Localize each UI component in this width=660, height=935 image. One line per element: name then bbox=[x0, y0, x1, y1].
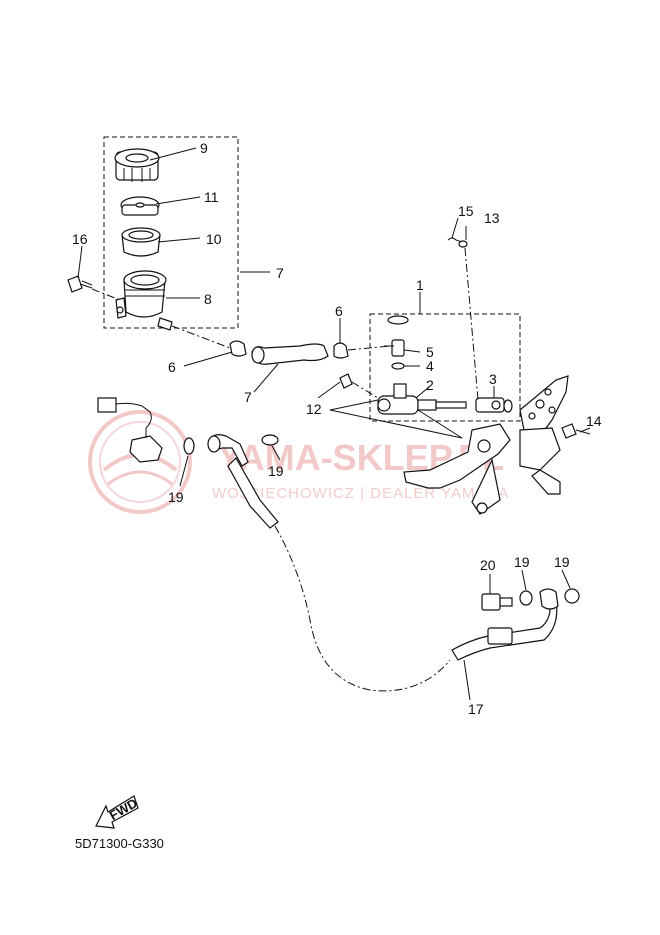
callout-18: 17 bbox=[468, 701, 484, 717]
callout-13: 12 bbox=[306, 401, 322, 417]
callout-10: 9 bbox=[200, 140, 208, 156]
callout-6-right: 6 bbox=[335, 303, 343, 319]
reservoir-cap bbox=[114, 148, 160, 182]
callout-20: 20 bbox=[480, 557, 496, 573]
callout-7: 7 bbox=[244, 389, 252, 405]
callout-9: 8 bbox=[204, 291, 212, 307]
diaphragm bbox=[121, 227, 161, 257]
callout-17: 16 bbox=[72, 231, 88, 247]
reservoir-hose bbox=[251, 343, 329, 365]
master-cylinder-group-box bbox=[369, 313, 521, 422]
fwd-arrow: FWD bbox=[95, 795, 140, 829]
o-ring bbox=[391, 362, 405, 370]
diagram-code: 5D71300-G330 bbox=[75, 836, 164, 851]
reservoir-bolt bbox=[67, 275, 93, 293]
diaphragm-plate bbox=[120, 196, 160, 216]
hose-clip-right bbox=[333, 342, 349, 359]
callout-2: 2 bbox=[426, 377, 434, 393]
pedal-pivot-bolt bbox=[561, 423, 591, 439]
callout-19-lower-right: 19 bbox=[554, 554, 570, 570]
master-cylinder bbox=[377, 383, 467, 415]
washer-19-left bbox=[183, 437, 195, 455]
callout-19-left: 19 bbox=[168, 489, 184, 505]
callout-labels: 9 11 10 8 7 16 6 7 6 5 4 2 1 3 15 13 12 … bbox=[72, 140, 602, 717]
washer-19-lower-right bbox=[564, 588, 580, 604]
callout-3: 3 bbox=[489, 371, 497, 387]
callout-4: 4 bbox=[426, 358, 434, 374]
brake-hose bbox=[207, 434, 559, 692]
callout-11: 10 bbox=[206, 231, 222, 247]
hose-joint bbox=[384, 315, 409, 357]
push-rod-end bbox=[475, 397, 513, 413]
callout-14: 13 bbox=[484, 210, 500, 226]
washer-19-mid bbox=[261, 434, 279, 446]
callout-6-left: 6 bbox=[168, 359, 176, 375]
callout-19-lower-left: 19 bbox=[514, 554, 530, 570]
watermark-sub: WOJCIECHOWICZ | DEALER YAMAHA bbox=[212, 485, 509, 502]
brake-pedal bbox=[403, 423, 561, 515]
union-bolt bbox=[481, 593, 513, 611]
callout-15: 14 bbox=[586, 413, 602, 429]
washer-19-lower-left bbox=[519, 590, 533, 606]
washer-14 bbox=[458, 240, 468, 248]
callout-16: 15 bbox=[458, 203, 474, 219]
brake-light-switch bbox=[97, 397, 163, 463]
reservoir-body bbox=[115, 270, 173, 331]
callout-5: 5 bbox=[426, 344, 434, 360]
callout-8: 7 bbox=[276, 265, 284, 281]
callout-1: 1 bbox=[416, 277, 424, 293]
master-cylinder-bolt bbox=[339, 373, 379, 399]
callout-leaders bbox=[77, 147, 591, 701]
hose-clip-left bbox=[229, 340, 247, 357]
callout-12: 11 bbox=[204, 189, 219, 205]
footrest-bracket bbox=[519, 375, 569, 437]
callout-19-mid: 19 bbox=[268, 463, 284, 479]
